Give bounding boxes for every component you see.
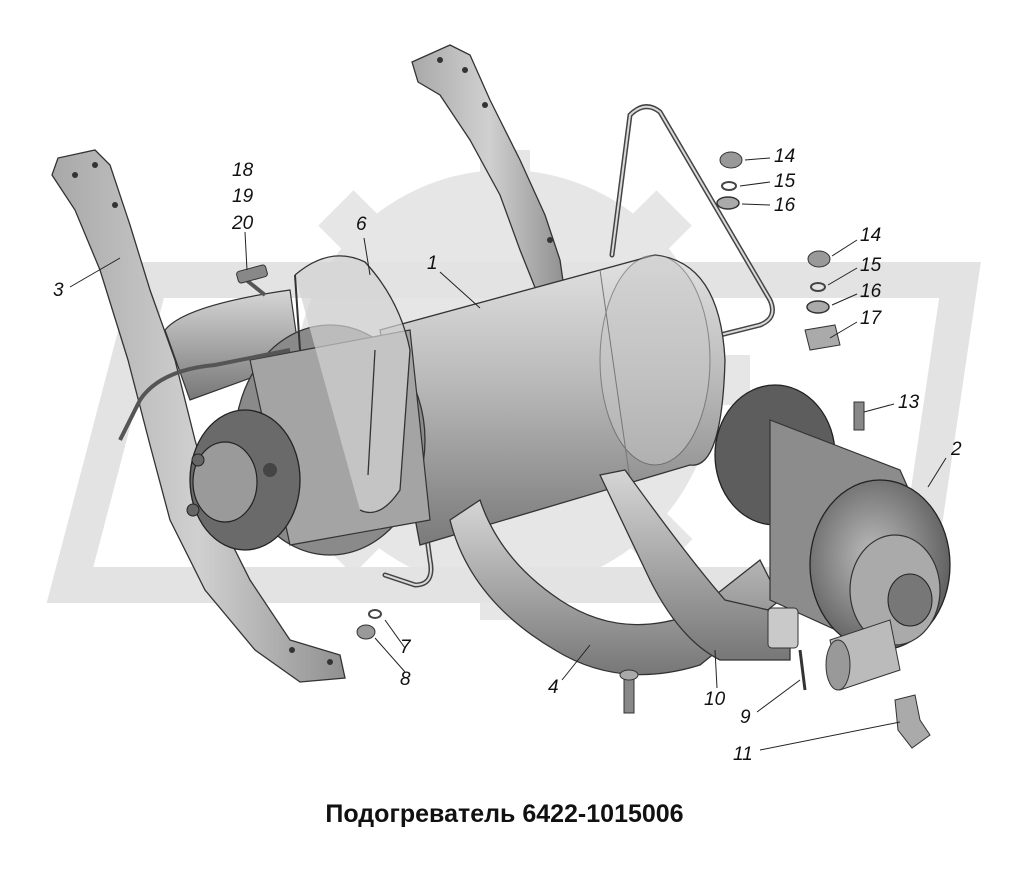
leader-lines (69, 157, 947, 751)
callout-18: 18 (232, 160, 254, 181)
callout-16-lower: 16 (860, 281, 882, 302)
nut-14-upper (719, 151, 743, 169)
nut-8 (356, 624, 376, 640)
callout-11: 11 (733, 744, 753, 765)
bolt (619, 669, 639, 714)
callout-3: 3 (53, 280, 64, 301)
callout-10: 10 (704, 689, 726, 710)
blower-2 (714, 384, 951, 691)
callout-15-lower: 15 (860, 255, 882, 276)
heater-body-1 (379, 254, 726, 546)
washer-16-upper (716, 196, 740, 210)
washer-15-lower (810, 282, 826, 292)
callout-14-lower: 14 (860, 225, 882, 246)
callout-13: 13 (898, 392, 920, 413)
callout-2: 2 (951, 439, 962, 460)
plate-17 (804, 324, 841, 351)
callout-20: 20 (232, 213, 254, 234)
callout-4: 4 (548, 677, 559, 698)
clamp-band-6 (294, 255, 411, 514)
washer-7 (368, 609, 382, 619)
hose-clamp-18-20 (236, 264, 268, 284)
callout-19: 19 (232, 186, 254, 207)
callout-1: 1 (427, 253, 438, 274)
washer-16-lower (806, 300, 830, 314)
air-pipe-10 (599, 469, 791, 661)
bolt-13 (853, 401, 865, 431)
washer-15-upper (721, 181, 737, 191)
callout-6: 6 (356, 214, 367, 235)
callout-16-upper: 16 (774, 195, 796, 216)
callout-17: 17 (860, 308, 882, 329)
pipe-clamp-9 (767, 607, 807, 691)
callout-14-upper: 14 (774, 146, 796, 167)
fitting-11 (894, 694, 931, 749)
callout-8: 8 (400, 669, 411, 690)
nut-14-lower (807, 250, 831, 268)
callout-9: 9 (740, 707, 751, 728)
callout-15-upper: 15 (774, 171, 796, 192)
diagram-caption: Подогреватель 6422-1015006 (325, 800, 684, 828)
callout-7: 7 (400, 637, 411, 658)
